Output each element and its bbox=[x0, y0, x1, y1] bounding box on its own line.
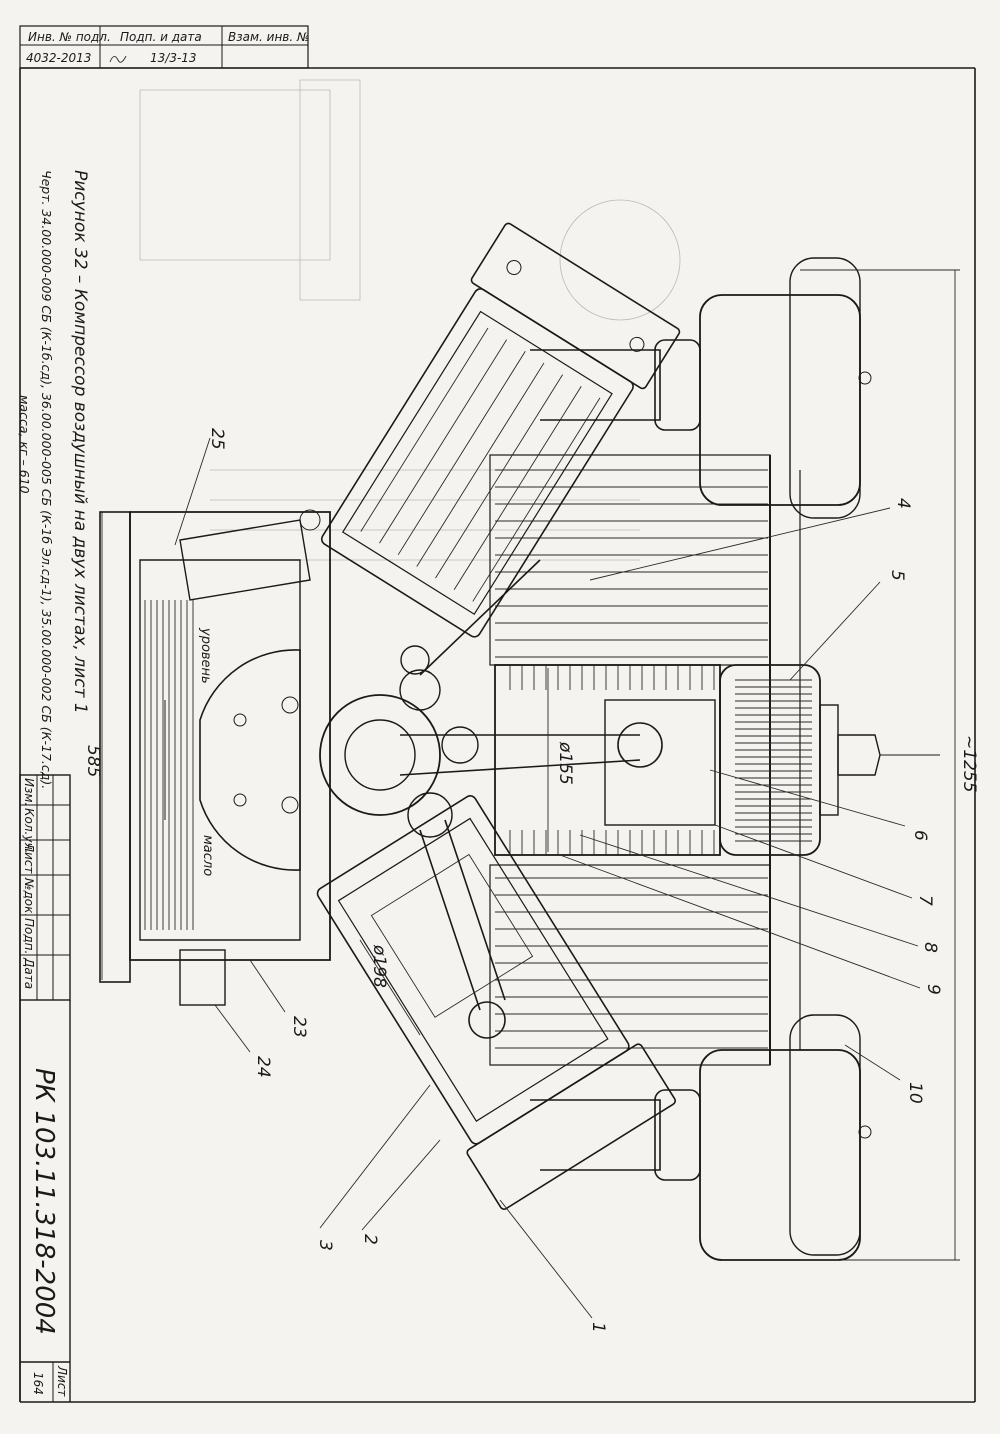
base bbox=[99, 509, 321, 1006]
part-label-2: 2 bbox=[360, 1234, 380, 1245]
hatch-line bbox=[435, 374, 564, 579]
annotation-level: уровень bbox=[198, 627, 213, 684]
part-label-8: 8 bbox=[920, 942, 940, 953]
leader-lines bbox=[174, 437, 921, 1319]
rev-header-koluch: Кол.уч. bbox=[22, 808, 36, 853]
ghost-reverse-side bbox=[139, 79, 681, 561]
upper-cooler bbox=[699, 257, 872, 519]
part-label-9: 9 bbox=[923, 984, 943, 995]
caption-line2: Черт. 34.00.000-009 СБ (К-1б.сд), 36.00.… bbox=[39, 170, 54, 789]
annotation-oil: масло bbox=[200, 835, 215, 876]
lower-cooler bbox=[699, 1014, 872, 1261]
part-label-23: 23 bbox=[289, 1016, 309, 1038]
part-labels: 1 2 3 4 5 6 7 8 9 10 23 24 25 bbox=[207, 428, 943, 1333]
stamp-col3-title: Взам. инв. № bbox=[228, 30, 309, 44]
caption: Рисунок 32 – Компрессор воздушный на дву… bbox=[17, 170, 90, 789]
hatch-line bbox=[379, 339, 508, 544]
document-code: РК 103.11.318-2004 bbox=[29, 1068, 59, 1335]
cooling-fins bbox=[489, 454, 801, 1066]
part-label-4: 4 bbox=[893, 498, 913, 509]
rev-header-list: Лист bbox=[22, 842, 36, 874]
stamp-col1-title: Инв. № подл. bbox=[28, 30, 111, 44]
rev-header-data: Дата bbox=[22, 957, 36, 989]
lower-cylinder bbox=[316, 795, 676, 1210]
hatch-line bbox=[472, 397, 601, 602]
dimension-bore-lower: ø198 bbox=[369, 944, 389, 988]
caption-line3: масса, кг – 610 bbox=[17, 395, 32, 494]
title-block: РК 103.11.318-2004 Лист 164 bbox=[19, 1000, 71, 1402]
revision-table: Изм. Кол.уч. Лист №док. Подп. Дата bbox=[19, 774, 71, 1001]
part-label-3: 3 bbox=[315, 1240, 335, 1251]
crank-mechanism bbox=[319, 559, 641, 1039]
dimension-lines bbox=[101, 269, 960, 1261]
stamp-col2-value: 13/3-13 bbox=[150, 51, 197, 65]
hatch-line bbox=[397, 351, 526, 556]
rev-header-izm: Изм. bbox=[22, 778, 36, 806]
upper-cylinder bbox=[320, 222, 681, 638]
part-label-7: 7 bbox=[915, 895, 935, 906]
sheet-number: 164 bbox=[31, 1372, 45, 1395]
hatch-line bbox=[416, 362, 545, 567]
caption-title: Рисунок 32 – Компрессор воздушный на дву… bbox=[70, 170, 90, 714]
dimension-overall: ~1255 bbox=[959, 735, 979, 793]
hatch-line bbox=[453, 386, 582, 591]
dimension-bore-vertical: ø155 bbox=[555, 741, 575, 785]
rev-header-podp: Подп. bbox=[22, 918, 36, 954]
middle-cylinder bbox=[494, 664, 940, 856]
part-label-25: 25 bbox=[207, 428, 227, 450]
part-label-6: 6 bbox=[910, 830, 930, 841]
part-label-10: 10 bbox=[905, 1082, 925, 1104]
dimension-height: 585 bbox=[83, 745, 103, 777]
hatch-line bbox=[360, 327, 489, 532]
sheet-label: Лист bbox=[55, 1365, 69, 1397]
part-label-1: 1 bbox=[588, 1322, 608, 1333]
header-stamp: Инв. № подл. Подп. и дата Взам. инв. № 4… bbox=[19, 25, 309, 69]
part-label-24: 24 bbox=[253, 1056, 273, 1078]
crankcase bbox=[129, 511, 331, 961]
rev-header-ndok: №док. bbox=[22, 877, 36, 917]
part-label-5: 5 bbox=[887, 570, 907, 581]
sheet-frame bbox=[19, 67, 976, 1403]
signature-mark bbox=[109, 55, 127, 63]
stamp-col1-value: 4032-2013 bbox=[26, 51, 91, 65]
stamp-col2-title: Подп. и дата bbox=[120, 30, 202, 44]
compressor-drawing bbox=[99, 222, 960, 1319]
